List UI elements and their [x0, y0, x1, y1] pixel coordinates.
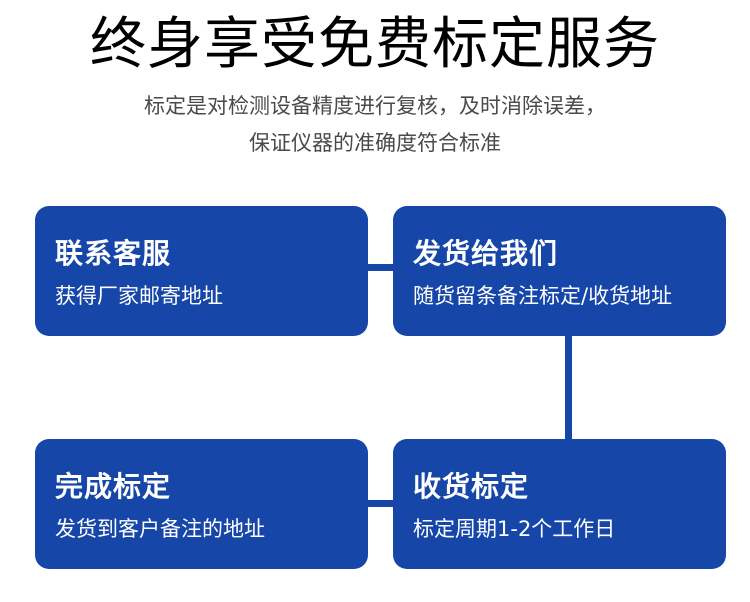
connector-step2-step4	[565, 334, 572, 442]
step-box-receive-and-calibrate: 收货标定 标定周期1-2个工作日	[393, 439, 726, 569]
connector-step4-step3	[366, 500, 396, 507]
step-description: 获得厂家邮寄地址	[55, 284, 223, 308]
step-box-calibration-complete: 完成标定 发货到客户备注的地址	[35, 439, 368, 569]
step-box-contact-service: 联系客服 获得厂家邮寄地址	[35, 206, 368, 336]
step-description: 随货留条备注标定/收货地址	[413, 284, 673, 308]
step-title: 联系客服	[55, 237, 172, 270]
subtitle-line-1: 标定是对检测设备精度进行复核，及时消除误差，	[144, 94, 606, 118]
page-title: 终身享受免费标定服务	[90, 12, 660, 77]
step-description: 标定周期1-2个工作日	[413, 517, 616, 541]
subtitle-line-2: 保证仪器的准确度符合标准	[249, 131, 501, 155]
step-title: 收货标定	[413, 470, 530, 503]
connector-step1-step2	[366, 264, 396, 271]
step-description: 发货到客户备注的地址	[55, 517, 265, 541]
step-title: 完成标定	[55, 470, 172, 503]
step-box-ship-to-us: 发货给我们 随货留条备注标定/收货地址	[393, 206, 726, 336]
step-title: 发货给我们	[413, 237, 559, 270]
